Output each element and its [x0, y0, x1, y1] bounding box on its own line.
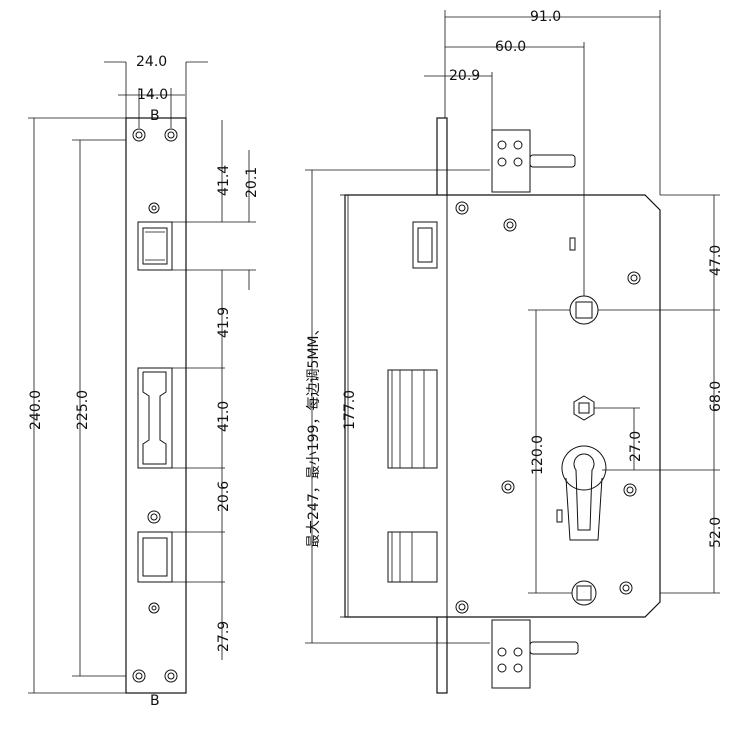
dim-20-1: 20.1	[244, 167, 260, 198]
dim-68: 68.0	[708, 381, 724, 412]
dim-41-0: 41.0	[216, 401, 232, 432]
dim-height-240: 240.0	[28, 390, 44, 430]
deadbolt-window	[137, 367, 173, 469]
bottom-left-hole	[132, 669, 146, 683]
deadbolt	[387, 369, 438, 469]
screw	[501, 480, 515, 494]
screw	[455, 600, 469, 614]
screw	[619, 581, 633, 595]
dim-27-9: 27.9	[216, 621, 232, 652]
square-spindle-hole	[575, 301, 593, 319]
dim-60: 60.0	[495, 39, 526, 55]
range-note: 最大247，最小199，每边调5MM、	[306, 321, 322, 548]
bottom-rod-bracket	[491, 619, 531, 689]
top-left-hole	[132, 128, 146, 142]
top-right-hole	[164, 128, 178, 142]
screw	[148, 602, 160, 614]
bottom-right-hole	[164, 669, 178, 683]
mark-top: B	[150, 108, 160, 124]
dim-177: 177.0	[342, 390, 358, 430]
lower-bolt-window	[137, 531, 173, 583]
dim-47: 47.0	[708, 245, 724, 276]
dim-width-24: 24.0	[136, 54, 167, 70]
latch-window	[137, 221, 173, 271]
dim-width-14: 14.0	[137, 87, 168, 103]
screw	[148, 202, 160, 214]
mark-bottom: B	[150, 693, 160, 709]
screw	[147, 510, 161, 524]
dim-41-9: 41.9	[216, 307, 232, 338]
faceplate-view: B B 24.0 14.0 240.0 225.0 41.4 20.1 41.9	[28, 54, 260, 709]
slot	[569, 237, 576, 251]
dim-41-4: 41.4	[216, 165, 232, 196]
screw	[627, 271, 641, 285]
screw	[503, 218, 517, 232]
top-rod	[529, 154, 576, 168]
cylinder-hole-top	[561, 445, 607, 491]
dim-27: 27.0	[628, 431, 644, 462]
faceplate	[125, 117, 187, 694]
dim-height-225: 225.0	[75, 390, 91, 430]
lock-body-view: 91.0 60.0 20.9 最大247，最小199，每边调5MM、 177.0…	[305, 9, 724, 694]
cylinder-hole	[565, 477, 603, 541]
slot	[556, 509, 563, 523]
bottom-rod	[529, 641, 579, 655]
dim-120: 120.0	[530, 435, 546, 475]
dim-52: 52.0	[708, 517, 724, 548]
latch	[412, 221, 438, 269]
screw	[455, 201, 469, 215]
screw	[623, 483, 637, 497]
dim-20-6: 20.6	[216, 481, 232, 512]
dim-91: 91.0	[530, 9, 561, 25]
dim-20-9: 20.9	[449, 68, 480, 84]
lower-bolt	[387, 531, 438, 583]
small-spindle	[573, 395, 595, 421]
